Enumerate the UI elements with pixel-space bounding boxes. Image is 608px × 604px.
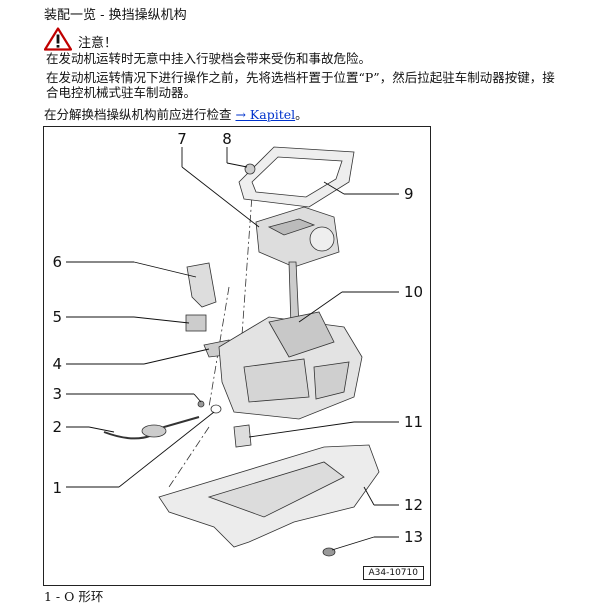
warning-text-2: 在发动机运转情况下进行操作之前，先将选档杆置于位置“P”，然后拉起驻车制动器按键… bbox=[46, 70, 555, 100]
gear-shift-mechanism-drawing: 1 2 3 4 5 6 7 8 9 10 11 12 13 bbox=[52, 130, 423, 557]
check-prefix: 在分解换档操纵机构前应进行检查 bbox=[44, 107, 236, 122]
warning-label: 注意！ bbox=[78, 36, 118, 51]
figure-reference-label: A34-10710 bbox=[362, 566, 424, 580]
callout-4: 4 bbox=[52, 355, 62, 373]
warning-header: 注意！ bbox=[44, 26, 117, 51]
page-title: 装配一览 - 换挡操纵机构 bbox=[44, 8, 187, 23]
check-paragraph: 在分解换档操纵机构前应进行检查 → Kapitel。 bbox=[44, 107, 564, 122]
callout-3: 3 bbox=[52, 385, 62, 403]
callout-7: 7 bbox=[177, 130, 187, 148]
check-suffix: 。 bbox=[295, 107, 308, 122]
callout-6: 6 bbox=[52, 253, 62, 271]
callout-9: 9 bbox=[404, 185, 414, 203]
callout-8: 8 bbox=[222, 130, 232, 148]
callout-5: 5 bbox=[52, 308, 62, 326]
warning-text-1: 在发动机运转时无意中挂入行驶档会带来受伤和事故危险。 bbox=[46, 51, 372, 66]
callout-10: 10 bbox=[404, 283, 423, 301]
callout-12: 12 bbox=[404, 496, 423, 514]
warning-triangle-icon bbox=[44, 26, 72, 51]
list-item: 1 - O 形环 bbox=[44, 589, 104, 604]
kapitel-link[interactable]: → Kapitel bbox=[235, 107, 296, 122]
callout-2: 2 bbox=[52, 418, 62, 436]
callout-1: 1 bbox=[52, 479, 62, 497]
callout-11: 11 bbox=[404, 413, 423, 431]
exploded-view-figure: 1 2 3 4 5 6 7 8 9 10 11 12 13 A34-10710 bbox=[43, 126, 431, 586]
callout-13: 13 bbox=[404, 528, 423, 546]
